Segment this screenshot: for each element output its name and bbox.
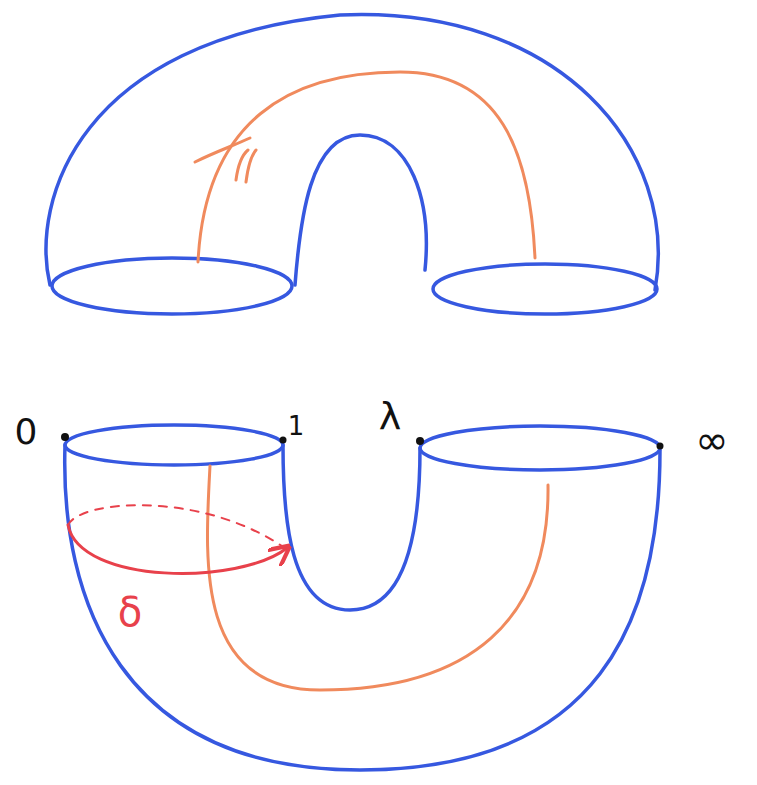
point-label: 1 [288, 413, 305, 439]
point-label: ∞ [695, 420, 728, 460]
boundary-circle [65, 425, 283, 465]
loop-back [68, 505, 285, 548]
point-label: λ [379, 397, 402, 435]
arc-curve [207, 466, 548, 690]
boundary-circle [433, 264, 657, 314]
handle-outline [46, 15, 658, 290]
pants-outline [65, 445, 660, 770]
boundary-circle [420, 426, 660, 470]
point-label: 0 [15, 414, 38, 450]
handle-inner [295, 135, 426, 285]
marked-points [61, 433, 664, 450]
loop-label: δ [118, 592, 142, 632]
pants-inner [283, 445, 420, 610]
arc-curve [198, 72, 535, 262]
arc-arrow [236, 150, 256, 182]
loop-delta [68, 525, 287, 573]
boundary-circle [52, 258, 292, 314]
